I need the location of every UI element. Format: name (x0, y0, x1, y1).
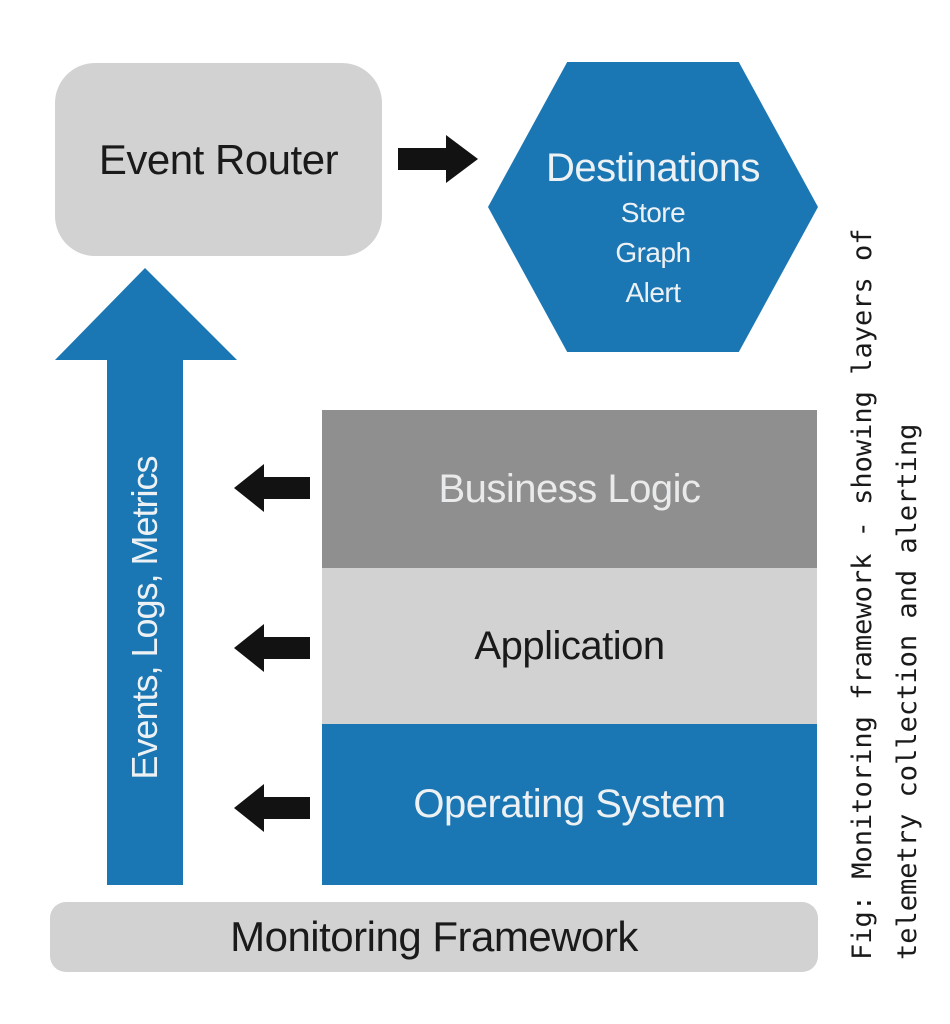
event-router-box: Event Router (55, 63, 382, 256)
figure-caption-line1: Fig: Monitoring framework - showing laye… (847, 228, 878, 961)
left-arrow-business-icon (234, 464, 310, 512)
event-router-label: Event Router (98, 135, 339, 183)
layer-operating-system: Operating System (322, 724, 817, 885)
destinations-hexagon: Destinations Store Graph Alert (488, 62, 818, 352)
destinations-title: Destinations (545, 146, 761, 190)
destination-item-alert: Alert (625, 277, 681, 308)
left-arrow-os-icon (234, 784, 310, 832)
layer-application: Application (322, 568, 817, 724)
layer-application-label: Application (474, 623, 665, 668)
up-arrow-icon (55, 268, 237, 885)
figure-caption: Fig: Monitoring framework - showing laye… (840, 180, 930, 961)
figure-caption-line2: telemetry collection and alerting (892, 423, 923, 960)
layer-operating-system-label: Operating System (413, 782, 726, 826)
telemetry-arrow-label: Events, Logs, Metrics (124, 456, 165, 780)
layer-business-logic: Business Logic (322, 410, 817, 568)
right-arrow-icon (398, 135, 478, 183)
monitoring-framework-bar: Monitoring Framework (50, 902, 818, 972)
monitoring-framework-label: Monitoring Framework (230, 913, 638, 960)
destination-item-store: Store (620, 197, 686, 228)
left-arrow-application-icon (234, 624, 310, 672)
layer-business-logic-label: Business Logic (438, 466, 701, 511)
destination-item-graph: Graph (615, 237, 691, 268)
